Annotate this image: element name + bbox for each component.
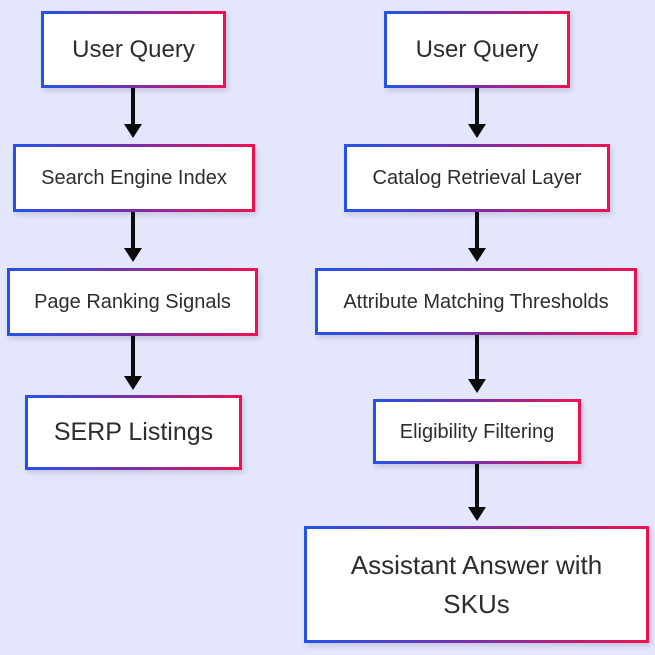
flow-arrow-icon <box>468 464 486 521</box>
node-page-ranking-signals: Page Ranking Signals <box>7 268 258 336</box>
arrow-head-icon <box>124 124 142 138</box>
arrow-line <box>475 88 479 124</box>
arrow-line <box>475 212 479 248</box>
arrow-head-icon <box>124 248 142 262</box>
arrow-head-icon <box>468 507 486 521</box>
node-label: SERP Listings <box>53 417 214 446</box>
flow-arrow-icon <box>468 88 486 138</box>
flow-arrow-icon <box>124 336 142 390</box>
node-attribute-matching-thresholds: Attribute Matching Thresholds <box>315 268 637 335</box>
arrow-line <box>475 335 479 379</box>
arrow-line <box>475 464 479 507</box>
node-label: Catalog Retrieval Layer <box>372 167 582 189</box>
arrow-head-icon <box>468 124 486 138</box>
node-serp-listings: SERP Listings <box>25 395 242 470</box>
arrow-line <box>131 88 135 124</box>
flow-arrow-icon <box>124 88 142 138</box>
arrow-head-icon <box>124 376 142 390</box>
flow-arrow-icon <box>468 212 486 262</box>
node-label: User Query <box>72 35 195 63</box>
arrow-head-icon <box>468 248 486 262</box>
node-label: Page Ranking Signals <box>34 291 231 313</box>
node-user-query-right: User Query <box>384 11 570 88</box>
node-search-engine-index: Search Engine Index <box>13 144 255 212</box>
node-eligibility-filtering: Eligibility Filtering <box>373 399 581 464</box>
node-label: Attribute Matching Thresholds <box>343 290 609 313</box>
node-user-query-left: User Query <box>41 11 226 88</box>
node-label: User Query <box>415 35 539 63</box>
flow-arrow-icon <box>468 335 486 393</box>
node-label: Search Engine Index <box>41 167 227 189</box>
node-assistant-answer-with-skus: Assistant Answer with SKUs <box>304 526 649 643</box>
node-label: Eligibility Filtering <box>399 420 555 443</box>
arrow-line <box>131 212 135 248</box>
arrow-line <box>131 336 135 376</box>
node-catalog-retrieval-layer: Catalog Retrieval Layer <box>344 144 610 212</box>
node-label: Assistant Answer with SKUs <box>350 549 603 619</box>
arrow-head-icon <box>468 379 486 393</box>
flow-arrow-icon <box>124 212 142 262</box>
